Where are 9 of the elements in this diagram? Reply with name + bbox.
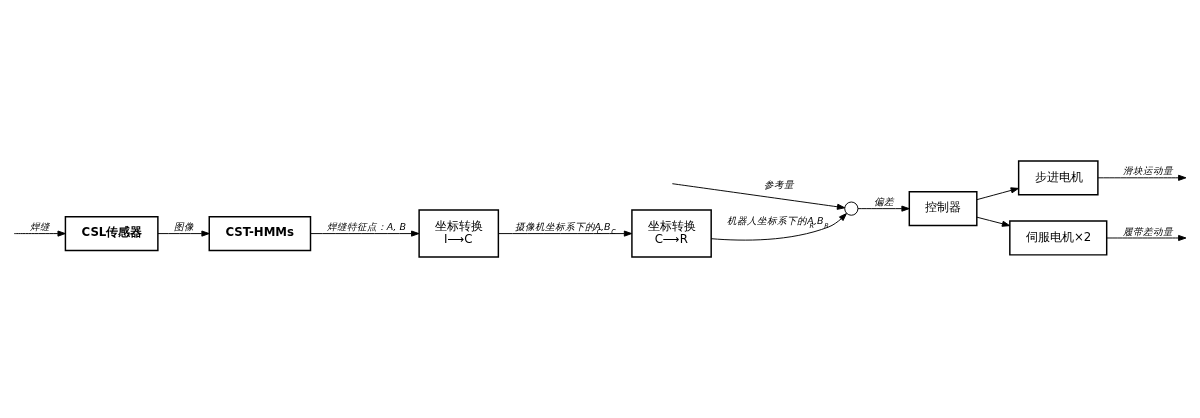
edge-label: 偏差 <box>874 196 895 208</box>
edge-label: 滑块运动量 <box>1122 165 1173 177</box>
edge-label: 摄像机坐标系下的A$_{C}$,B$_{C}$ <box>514 221 616 237</box>
edge-label: 焊缝特征点：A, B <box>326 221 406 233</box>
edge-label: 焊缝 <box>30 221 51 233</box>
edge-label: 参考量 <box>763 179 794 191</box>
edge-label: 履带差动量 <box>1122 225 1173 237</box>
edge-label: 图像 <box>174 221 195 233</box>
edge-label: 机器人坐标系下的A$_{R}$,B$_{R}$ <box>727 214 829 230</box>
